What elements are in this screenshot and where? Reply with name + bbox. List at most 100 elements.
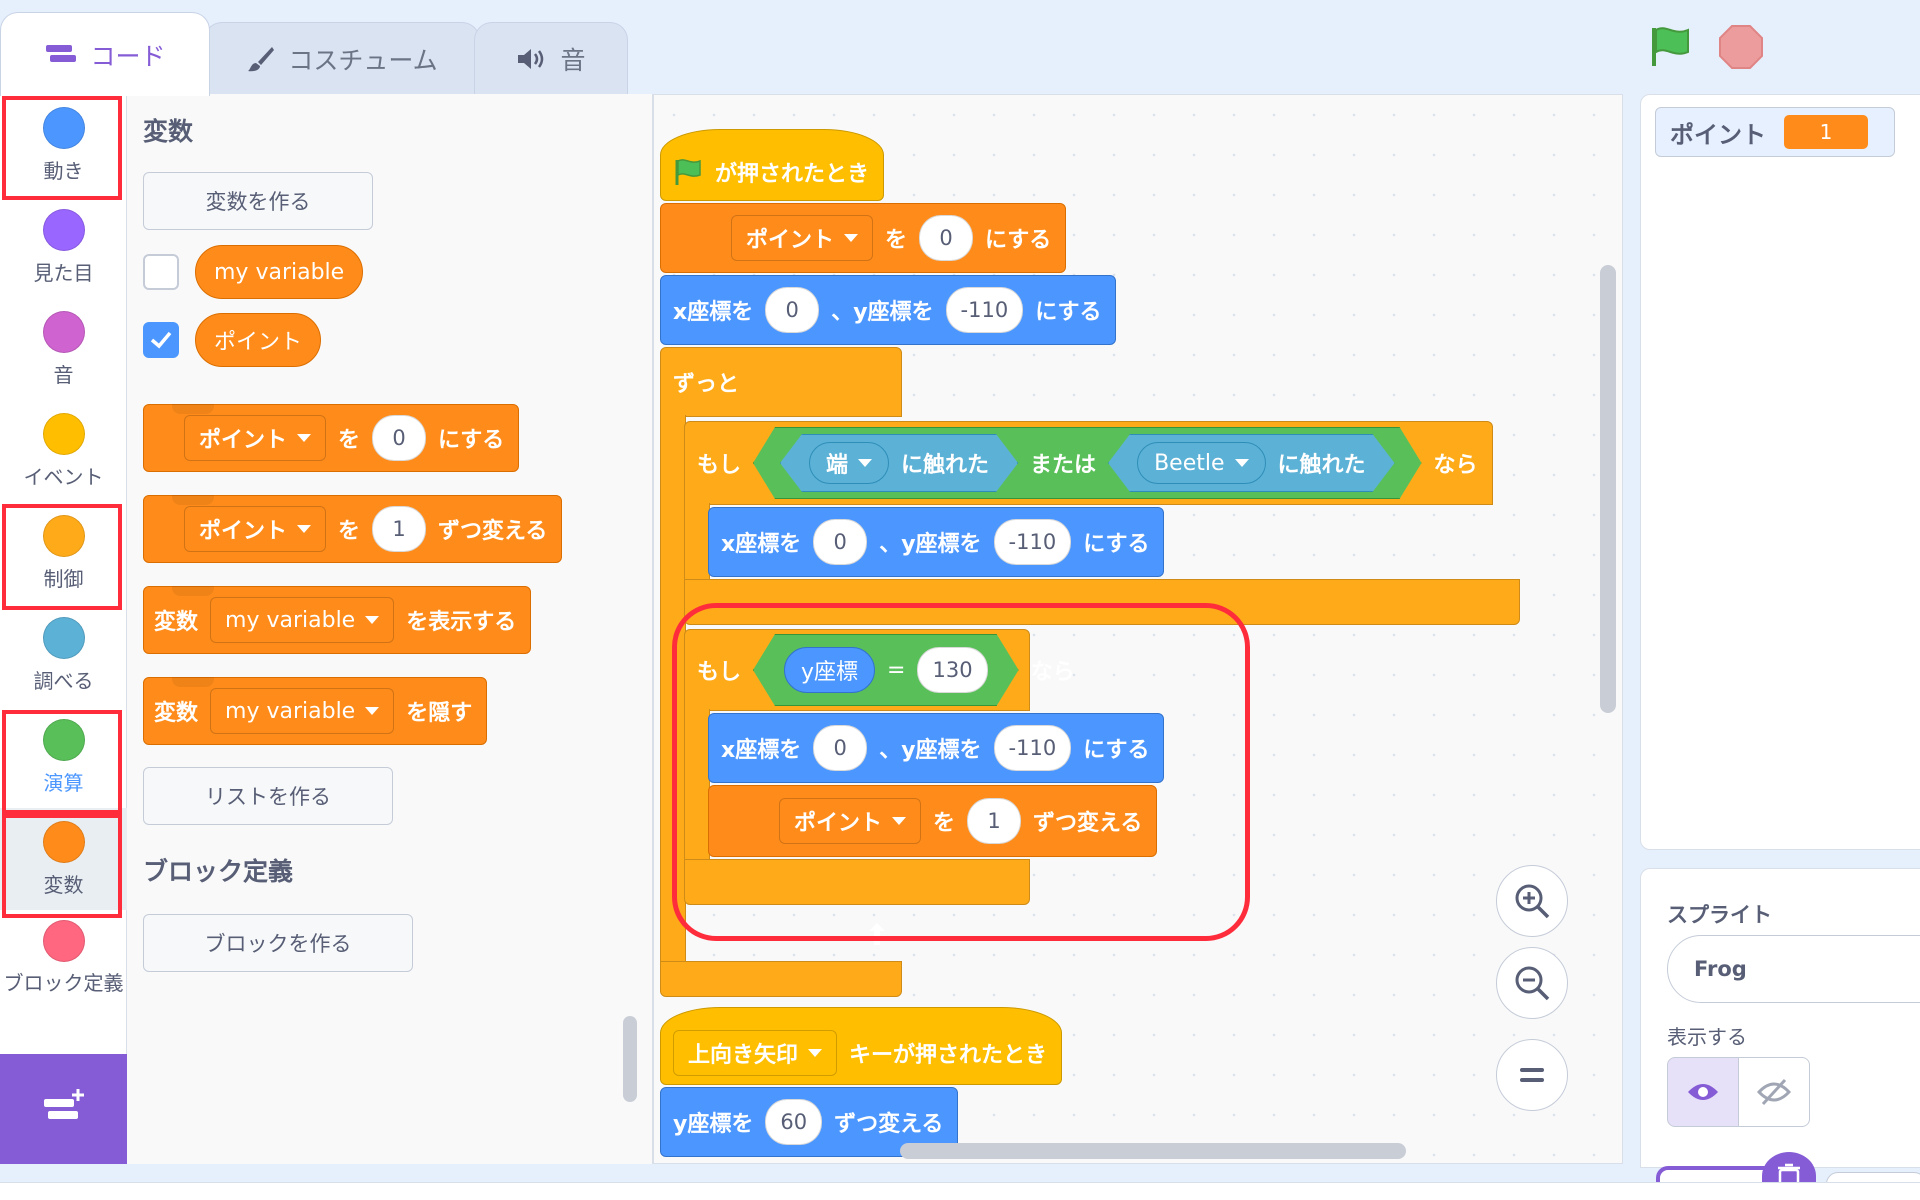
show-sprite-button[interactable] (1667, 1057, 1739, 1127)
green-flag-icon (675, 159, 701, 185)
palette-set-variable-block[interactable]: ポイント を 0 にする (143, 404, 520, 472)
palette-change-variable-dropdown[interactable]: ポイント (184, 506, 327, 552)
touching-beetle-dropdown[interactable]: Beetle (1137, 442, 1265, 484)
if-touching-block[interactable]: もし 端 に触れた または Beetle に触れた なら (684, 421, 1493, 505)
palette-change-value-input[interactable]: 1 (372, 506, 427, 552)
when-flag-clicked-block[interactable]: が押されたとき (660, 129, 885, 201)
when-key-pressed-block[interactable]: 上向き矢印 キーが押されたとき (660, 1007, 1063, 1085)
category-motion[interactable]: 動き (0, 94, 127, 196)
hide-sprite-button[interactable] (1738, 1057, 1810, 1127)
category-sensing[interactable]: 調べる (0, 604, 127, 706)
change-value-input[interactable]: 1 (967, 798, 1022, 844)
if-y-equals-block[interactable]: もし y座標 = 130 なら (684, 629, 1075, 711)
caret-down-icon (1235, 459, 1249, 467)
my-variable-reporter[interactable]: my variable (195, 245, 364, 299)
block-palette: 変数 変数を作る my variable ポイント ポイント を 0 にする ポ… (127, 94, 653, 1164)
zoom-reset-button[interactable] (1496, 1039, 1568, 1111)
equals-value-input[interactable]: 130 (917, 647, 987, 693)
go-to-x-input[interactable]: 0 (765, 287, 820, 333)
touching-beetle-sensor[interactable]: Beetle に触れた (1108, 434, 1394, 492)
category-events[interactable]: イベント (0, 400, 127, 502)
workspace-horizontal-scrollbar[interactable] (900, 1143, 1406, 1159)
eye-slash-icon (1757, 1078, 1791, 1106)
palette-section-variables: 変数 (143, 117, 194, 146)
zoom-out-button[interactable] (1496, 947, 1568, 1019)
palette-scrollbar[interactable] (623, 1016, 637, 1102)
set-variable-dropdown[interactable]: ポイント (731, 215, 874, 261)
go-to-xy-block[interactable]: x座標を 0 、y座標を -110 にする (660, 275, 1117, 345)
green-flag-icon[interactable] (1648, 24, 1694, 70)
tab-costume[interactable]: コスチューム (204, 22, 480, 94)
zoom-in-icon (1515, 884, 1550, 919)
zoom-in-button[interactable] (1496, 865, 1568, 937)
palette-set-variable-dropdown[interactable]: ポイント (184, 415, 327, 461)
set-variable-block[interactable]: ポイント を 0 にする (660, 203, 1067, 273)
variables-dot-icon (42, 820, 85, 863)
if-touching-arm (684, 503, 710, 579)
point-variable-reporter[interactable]: ポイント (195, 313, 322, 367)
go-to-xy-block-2[interactable]: x座標を 0 、y座標を -110 にする (708, 507, 1165, 577)
sprite-name-input[interactable]: Frog (1667, 935, 1920, 1003)
palette-hide-variable-block[interactable]: 変数 my variable を隠す (143, 677, 488, 745)
show-label: 表示する (1667, 1025, 1747, 1049)
change-variable-dropdown[interactable]: ポイント (779, 798, 922, 844)
my-blocks-dot-icon (42, 920, 85, 962)
change-y-block[interactable]: y座標を 60 ずつ変える (660, 1087, 959, 1157)
go-to-xy-block-3[interactable]: x座標を 0 、y座標を -110 にする (708, 713, 1165, 783)
point-variable-checkbox[interactable] (143, 322, 179, 358)
control-dot-icon (42, 514, 85, 557)
palette-show-variable-block[interactable]: 変数 my variable を表示する (143, 586, 532, 654)
touching-edge-dropdown[interactable]: 端 (809, 442, 889, 484)
stage[interactable]: ポイント 1 (1640, 94, 1920, 850)
make-variable-button[interactable]: 変数を作る (143, 172, 373, 230)
category-menu: 動き 見た目 音 イベント 制御 調べる 演算 変数 ブロック定義 (0, 94, 127, 1054)
touching-edge-sensor[interactable]: 端 に触れた (780, 434, 1018, 492)
add-extension-button[interactable] (0, 1054, 127, 1164)
if-y-equals-bottom (684, 859, 1030, 905)
go-to-y-input-2[interactable]: -110 (993, 519, 1072, 565)
category-sound[interactable]: 音 (0, 298, 127, 400)
change-y-input[interactable]: 60 (765, 1099, 823, 1145)
script-workspace[interactable]: が押されたとき ポイント を 0 にする x座標を 0 、y座標を -110 に… (653, 94, 1623, 1164)
palette-change-variable-block[interactable]: ポイント を 1 ずつ変える (143, 495, 563, 563)
equals-icon (1520, 1068, 1544, 1082)
y-position-reporter[interactable]: y座標 (784, 647, 875, 693)
sprite-info-panel: スプライト Frog 表示する (1640, 868, 1920, 1168)
tab-costume-label: コスチューム (288, 45, 438, 75)
highlight-motion (2, 96, 122, 200)
my-variable-checkbox[interactable] (143, 254, 179, 290)
make-block-button[interactable]: ブロックを作る (143, 914, 413, 972)
eye-icon (1688, 1084, 1718, 1100)
palette-hide-variable-dropdown[interactable]: my variable (210, 688, 395, 734)
tab-code[interactable]: コード (0, 12, 210, 96)
code-icon (46, 44, 77, 62)
go-to-x-input-2[interactable]: 0 (813, 519, 868, 565)
operators-dot-icon (42, 718, 85, 761)
change-variable-block[interactable]: ポイント を 1 ずつ変える (708, 785, 1158, 857)
or-operator[interactable]: 端 に触れた または Beetle に触れた (753, 427, 1422, 499)
if-y-equals-arm (684, 709, 710, 859)
go-to-y-input[interactable]: -110 (945, 287, 1024, 333)
palette-show-variable-dropdown[interactable]: my variable (210, 597, 395, 643)
forever-bottom (660, 961, 902, 997)
category-control[interactable]: 制御 (0, 502, 127, 604)
palette-set-value-input[interactable]: 0 (372, 415, 427, 461)
equals-operator[interactable]: y座標 = 130 (753, 634, 1019, 706)
category-looks[interactable]: 見た目 (0, 196, 127, 298)
category-my-blocks[interactable]: ブロック定義 (0, 910, 127, 1050)
set-value-input[interactable]: 0 (919, 215, 974, 261)
tab-sound-label: 音 (560, 45, 586, 75)
palette-section-my-blocks: ブロック定義 (143, 857, 294, 886)
forever-block[interactable]: ずっと (660, 347, 902, 417)
go-to-x-input-3[interactable]: 0 (813, 725, 868, 771)
go-to-y-input-3[interactable]: -110 (993, 725, 1072, 771)
workspace-vertical-scrollbar[interactable] (1600, 265, 1616, 713)
make-list-button[interactable]: リストを作る (143, 767, 393, 825)
category-operators[interactable]: 演算 (0, 706, 127, 808)
add-extension-icon (43, 1089, 84, 1119)
category-variables[interactable]: 変数 (0, 808, 127, 910)
tab-sound[interactable]: 音 (474, 22, 628, 94)
key-dropdown[interactable]: 上向き矢印 (673, 1030, 838, 1076)
variable-monitor-value: 1 (1784, 115, 1868, 149)
stop-icon[interactable] (1718, 24, 1764, 70)
